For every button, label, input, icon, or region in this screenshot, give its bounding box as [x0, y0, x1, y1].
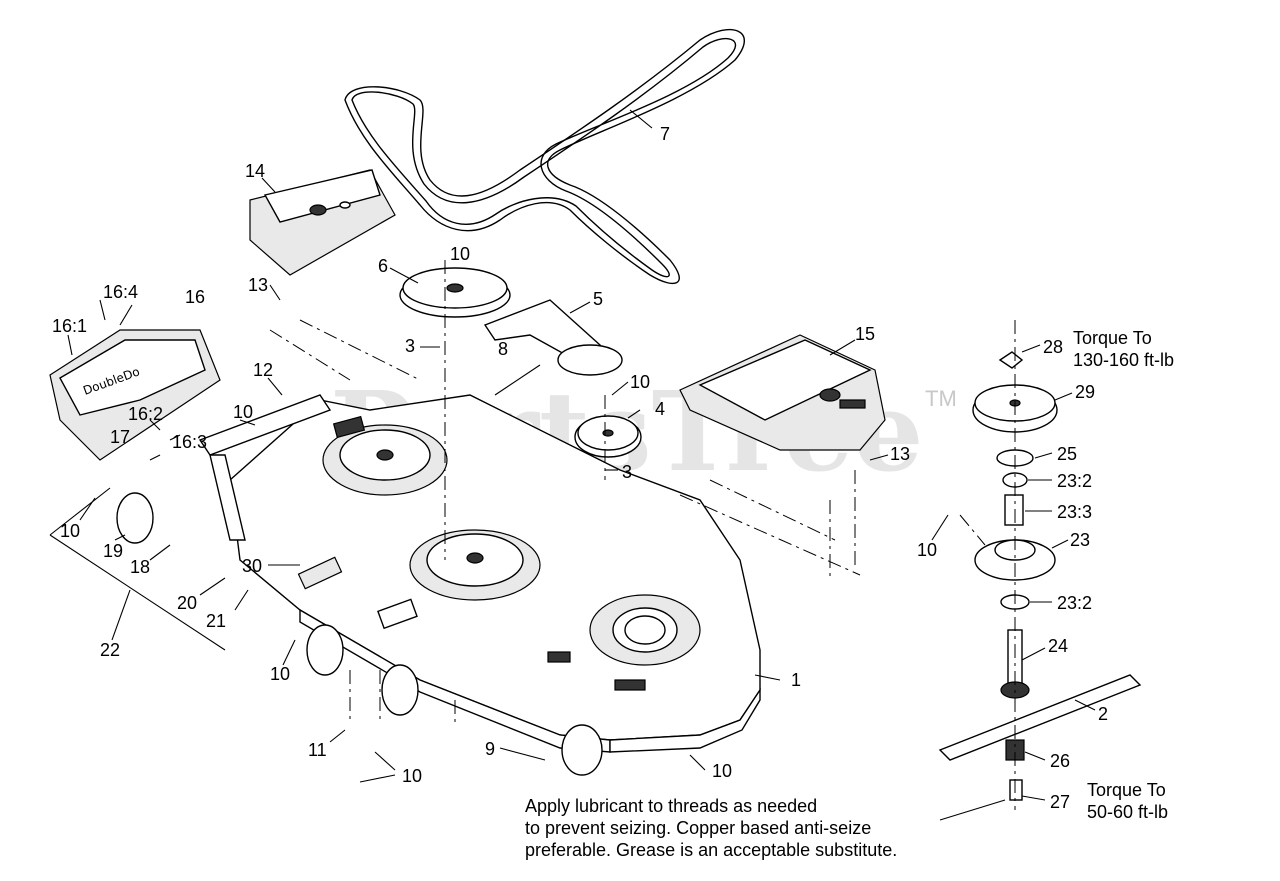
right-belt-cover [679, 334, 886, 451]
torque-note-top: Torque To 130-160 ft-lb [1073, 327, 1174, 371]
lubricant-note-line3: preferable. Grease is an acceptable subs… [525, 840, 898, 860]
callout-16-2: 16:2 [128, 404, 163, 424]
lubricant-note: Apply lubricant to threads as needed to … [525, 795, 897, 861]
callout-13-left: 13 [248, 275, 268, 295]
callout-10-bottom-right: 10 [712, 761, 732, 781]
pulley-4 [574, 415, 642, 458]
callout-29: 29 [1075, 382, 1095, 402]
callout-3-top: 3 [405, 336, 415, 356]
idler-arm-5 [483, 299, 623, 376]
callout-10-wheel: 10 [60, 521, 80, 541]
callout-10-front: 10 [270, 664, 290, 684]
callout-9: 9 [485, 739, 495, 759]
callout-2: 2 [1098, 704, 1108, 724]
torque-top-line1: Torque To [1073, 328, 1152, 348]
spindle-assembly [938, 351, 1142, 801]
callout-6: 6 [378, 256, 388, 276]
callout-21: 21 [206, 611, 226, 631]
pulley-6 [399, 267, 511, 318]
callout-14: 14 [245, 161, 265, 181]
callout-16: 16 [185, 287, 205, 307]
callout-10-spindle: 10 [917, 540, 937, 560]
callout-26: 26 [1050, 751, 1070, 771]
callout-22: 22 [100, 640, 120, 660]
callout-5: 5 [593, 289, 603, 309]
watermark-tm: TM [925, 386, 957, 411]
callout-24: 24 [1048, 636, 1068, 656]
lubricant-note-line2: to prevent seizing. Copper based anti-se… [525, 818, 872, 838]
callout-27: 27 [1050, 792, 1070, 812]
front-cover: DoubleDo [49, 329, 221, 461]
callout-16-1: 16:1 [52, 316, 87, 336]
callout-23-2-bottom: 23:2 [1057, 593, 1092, 613]
callout-8: 8 [498, 339, 508, 359]
anti-scalp-wheels [116, 492, 603, 776]
torque-top-line2: 130-160 ft-lb [1073, 350, 1175, 370]
callout-10-bottom-left: 10 [402, 766, 422, 786]
callout-20: 20 [177, 593, 197, 613]
callout-23: 23 [1070, 530, 1090, 550]
assembly-guide-lines [269, 260, 1016, 810]
callout-7: 7 [660, 124, 670, 144]
callout-28: 28 [1043, 337, 1063, 357]
callout-25: 25 [1057, 444, 1077, 464]
callout-19: 19 [103, 541, 123, 561]
callout-15: 15 [855, 324, 875, 344]
leader-lines [49, 109, 1096, 821]
callout-13-right: 13 [890, 444, 910, 464]
callout-23-3: 23:3 [1057, 502, 1092, 522]
callout-labels: 14 7 10 6 13 5 3 8 10 4 3 15 13 12 10 16… [52, 124, 1108, 812]
torque-bottom-line1: Torque To [1087, 780, 1166, 800]
callout-12: 12 [253, 360, 273, 380]
callout-17: 17 [110, 427, 130, 447]
callout-3-bottom: 3 [622, 462, 632, 482]
callout-10-top: 10 [450, 244, 470, 264]
callout-30: 30 [242, 556, 262, 576]
lubricant-note-line1: Apply lubricant to threads as needed [525, 796, 818, 816]
torque-bottom-line2: 50-60 ft-lb [1087, 802, 1169, 822]
drive-belt [344, 28, 745, 285]
torque-note-bottom: Torque To 50-60 ft-lb [1087, 779, 1168, 823]
callout-4: 4 [655, 399, 665, 419]
callout-18: 18 [130, 557, 150, 577]
callout-16-4: 16:4 [103, 282, 138, 302]
callout-23-2-top: 23:2 [1057, 471, 1092, 491]
callout-10-left: 10 [233, 402, 253, 422]
callout-10-mid: 10 [630, 372, 650, 392]
callout-16-3: 16:3 [172, 432, 207, 452]
callout-11: 11 [308, 740, 327, 760]
spring-8 [494, 364, 541, 396]
callout-1: 1 [791, 670, 801, 690]
left-belt-cover [249, 169, 396, 276]
